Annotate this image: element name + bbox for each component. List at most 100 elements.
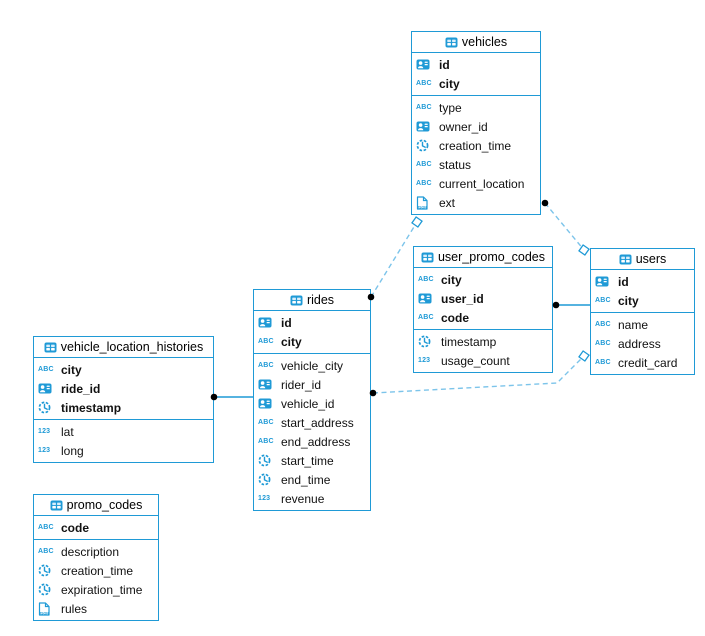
- column-promo_codes-expiration_time[interactable]: expiration_time: [34, 580, 158, 599]
- column-rides-start_time[interactable]: start_time: [254, 451, 370, 470]
- 123-number-icon: 123: [418, 357, 431, 364]
- column-label: start_address: [281, 415, 354, 430]
- entity-header[interactable]: vehicles: [412, 32, 540, 53]
- column-label: id: [281, 315, 292, 330]
- abc-string-icon: ABC: [258, 419, 274, 426]
- column-user_promo_codes-user_id[interactable]: user_id: [414, 289, 552, 308]
- table-name: users: [635, 252, 667, 266]
- column-label: vehicle_id: [281, 396, 335, 411]
- table-icon: [50, 500, 63, 511]
- abc-string-icon: ABC: [595, 297, 611, 304]
- id-badge-icon: [258, 317, 277, 328]
- relation-endpoint-diamond: [578, 350, 590, 362]
- id-badge-icon: [416, 59, 435, 70]
- clock-icon: [418, 335, 437, 348]
- column-vehicles-creation_time[interactable]: creation_time: [412, 136, 540, 155]
- entity-header[interactable]: users: [591, 249, 694, 270]
- clock-icon: [258, 473, 277, 486]
- 123-number-icon: 123: [258, 495, 271, 502]
- column-vehicle_location_histories-timestamp[interactable]: timestamp: [34, 398, 213, 417]
- column-rides-rider_id[interactable]: rider_id: [254, 375, 370, 394]
- abc-string-icon: ABC: [416, 180, 432, 187]
- abc-string-icon: ABC: [416, 80, 432, 87]
- column-label: city: [281, 334, 302, 349]
- abc-string-icon: ABC: [595, 340, 611, 347]
- column-label: timestamp: [61, 400, 122, 415]
- svg-text:JSON: JSON: [417, 205, 427, 209]
- column-vehicles-id[interactable]: id: [412, 55, 540, 74]
- clock-icon: [38, 401, 57, 414]
- column-vehicles-owner_id[interactable]: owner_id: [412, 117, 540, 136]
- column-label: start_time: [281, 453, 334, 468]
- abc-string-icon: ABC: [38, 366, 54, 373]
- column-label: city: [439, 76, 460, 91]
- column-label: rider_id: [281, 377, 322, 392]
- entity-header[interactable]: user_promo_codes: [414, 247, 552, 268]
- entity-header[interactable]: vehicle_location_histories: [34, 337, 213, 358]
- column-vehicle_location_histories-ride_id[interactable]: ride_id: [34, 379, 213, 398]
- id-badge-icon: [595, 276, 614, 287]
- column-rides-city[interactable]: ABC city: [254, 332, 370, 351]
- table-name: rides: [306, 293, 335, 307]
- column-user_promo_codes-timestamp[interactable]: timestamp: [414, 332, 552, 351]
- column-users-id[interactable]: id: [591, 272, 694, 291]
- table-icon: [44, 342, 57, 353]
- abc-string-icon: ABC: [595, 359, 611, 366]
- abc-string-icon: ABC: [595, 321, 611, 328]
- relation-line-vehicle_location_histories-rides[interactable]: [210, 393, 253, 401]
- column-promo_codes-creation_time[interactable]: creation_time: [34, 561, 158, 580]
- column-vehicles-city[interactable]: ABC city: [412, 74, 540, 93]
- relation-line-user_promo_codes-users[interactable]: [552, 301, 590, 309]
- id-badge-icon: [258, 398, 277, 409]
- column-label: ride_id: [61, 381, 101, 396]
- column-label: code: [441, 310, 470, 325]
- column-label: id: [618, 274, 629, 289]
- column-rides-end_time[interactable]: end_time: [254, 470, 370, 489]
- abc-string-icon: ABC: [258, 338, 274, 345]
- column-rides-id[interactable]: id: [254, 313, 370, 332]
- table-icon: [445, 37, 458, 48]
- abc-string-icon: ABC: [416, 161, 432, 168]
- table-name: promo_codes: [66, 498, 143, 512]
- column-rides-vehicle_id[interactable]: vehicle_id: [254, 394, 370, 413]
- column-label: description: [61, 544, 120, 559]
- column-rides-start_address[interactable]: ABC start_address: [254, 413, 370, 432]
- column-label: owner_id: [439, 119, 488, 134]
- table-name: vehicles: [461, 35, 508, 49]
- column-label: vehicle_city: [281, 358, 344, 373]
- entity-header[interactable]: rides: [254, 290, 370, 311]
- entity-header[interactable]: promo_codes: [34, 495, 158, 516]
